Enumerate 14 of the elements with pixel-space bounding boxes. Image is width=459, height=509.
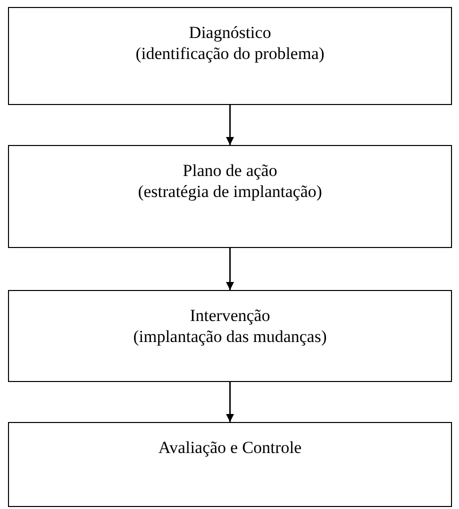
step-title: Diagnóstico xyxy=(188,22,272,43)
process-box xyxy=(8,290,452,382)
arrow xyxy=(226,248,234,290)
step-title: Plano de ação xyxy=(182,160,278,181)
process-box xyxy=(8,7,452,105)
arrow xyxy=(226,105,234,145)
step-title: Intervenção xyxy=(190,305,270,326)
step-description: (identificação do problema) xyxy=(136,43,324,64)
process-box xyxy=(8,145,452,248)
step-description: (estratégia de implantação) xyxy=(138,181,322,202)
arrow xyxy=(226,382,234,422)
step-title: Avaliação e Controle xyxy=(158,437,302,458)
process-box xyxy=(8,422,452,507)
step-description: (implantação das mudanças) xyxy=(133,326,327,347)
